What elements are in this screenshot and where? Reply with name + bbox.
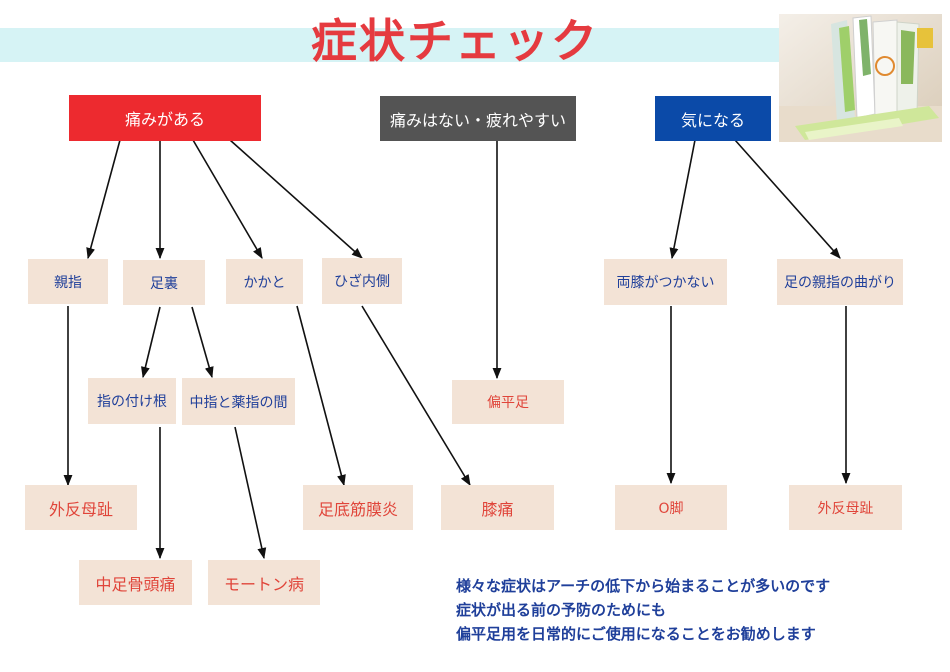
symptom-big-toe: 親指 (28, 259, 108, 304)
title-band (0, 28, 780, 62)
symptom-toe-base: 指の付け根 (88, 378, 176, 424)
product-photo (779, 14, 942, 142)
symptom-between-toes: 中指と薬指の間 (182, 378, 295, 425)
condition-o-legs: O脚 (615, 485, 727, 530)
symptom-toe-bend: 足の親指の曲がり (777, 259, 903, 305)
symptom-heel: かかと (226, 259, 303, 304)
header-no-pain: 痛みはない・疲れやすい (380, 96, 576, 141)
condition-metatarsalgia: 中足骨頭痛 (79, 560, 192, 605)
condition-hallux-valgus: 外反母趾 (25, 485, 137, 530)
condition-flat-foot: 偏平足 (452, 380, 564, 424)
symptom-knees-apart: 両膝がつかない (604, 259, 727, 305)
condition-morton: モートン病 (208, 560, 320, 605)
advice-note: 様々な症状はアーチの低下から始まることが多いのです 症状が出る前の予防のためにも… (456, 574, 830, 646)
note-line: 様々な症状はアーチの低下から始まることが多いのです (456, 577, 831, 595)
condition-hallux-valgus-2: 外反母趾 (789, 485, 902, 530)
symptom-sole: 足裏 (123, 260, 205, 305)
condition-knee-pain: 膝痛 (441, 485, 554, 530)
symptom-inner-knee: ひざ内側 (322, 258, 402, 304)
note-line: 偏平足用を日常的にご使用になることをお勧めします (456, 625, 816, 643)
note-line: 症状が出る前の予防のためにも (456, 601, 667, 619)
header-concern: 気になる (655, 96, 771, 141)
header-pain: 痛みがある (69, 95, 261, 141)
condition-plantar-fasciitis: 足底筋膜炎 (303, 485, 413, 530)
page-title: 症状チェック (311, 14, 599, 68)
